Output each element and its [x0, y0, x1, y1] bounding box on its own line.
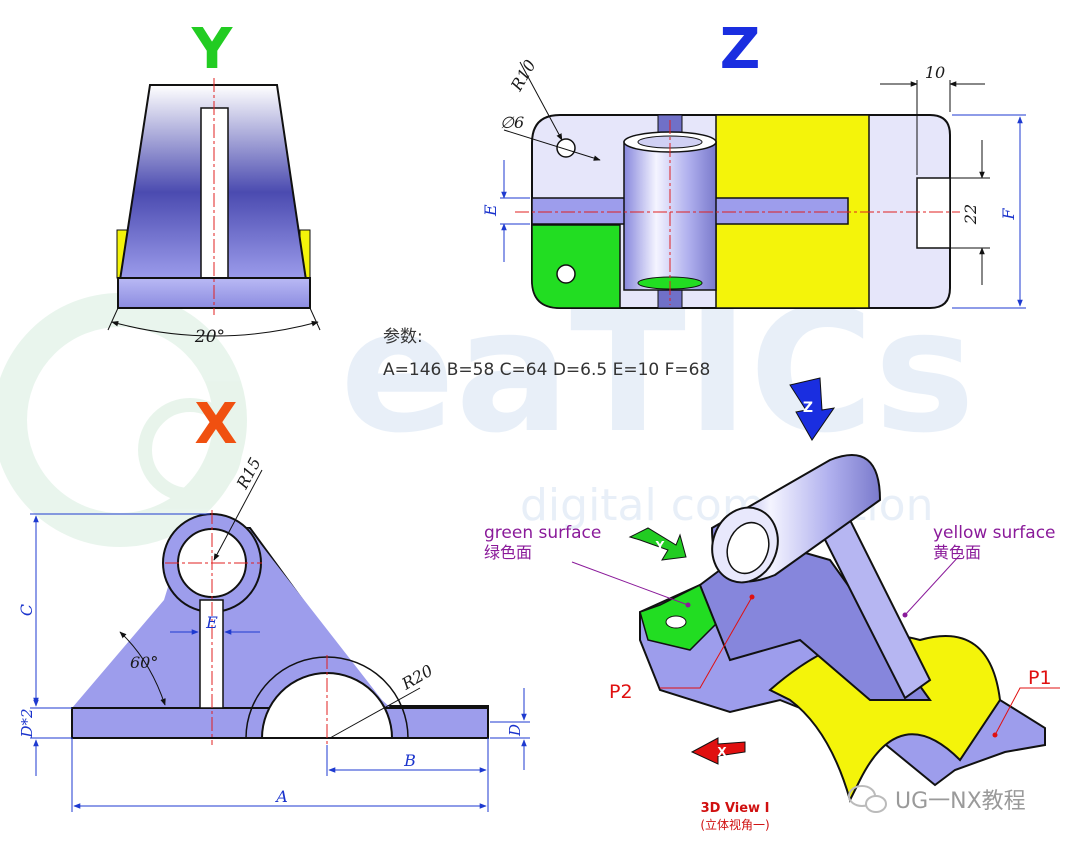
x-d-dim: D [506, 724, 524, 737]
iso-green-label-en: green surface [484, 523, 601, 543]
svg-text:X: X [717, 745, 727, 759]
iso-green-label-cn: 绿色面 [484, 543, 532, 562]
y-view: Y 20° [107, 17, 321, 347]
x-angle-dim: 60° [130, 653, 158, 672]
svg-text:Y: Y [655, 539, 665, 553]
x-view: X R15 R20 E 60° C [17, 392, 530, 812]
x-r20-dim: R20 [398, 661, 436, 694]
iso-view-subtitle: (立体视角一) [700, 817, 769, 832]
brand-watermark: UG一NX教程 [848, 785, 1026, 814]
x-b-dim: B [403, 751, 416, 770]
iso-view-title: 3D View I [701, 801, 770, 816]
z-e-dim: E [481, 204, 500, 217]
params-title: 参数: [383, 327, 423, 347]
z-dia-dim: ∅6 [500, 113, 524, 132]
iso-p2-label: P2 [609, 681, 633, 703]
svg-text:Z: Z [803, 400, 813, 416]
x-letter: X [194, 392, 237, 457]
iso-view: green surface 绿色面 yellow surface 黄色面 P2 … [484, 377, 1060, 832]
z-view: Z R10 ∅6 E [481, 17, 1026, 309]
wechat-icon [848, 785, 887, 813]
y-angle-dim: 20° [194, 327, 225, 347]
x-d2-dim: D*2 [18, 708, 36, 738]
x-e-dim: E [205, 613, 218, 632]
iso-x-arrow: X [690, 737, 746, 765]
z-22-dim: 22 [961, 204, 980, 225]
z-10-dim: 10 [925, 63, 945, 82]
iso-yellow-label-en: yellow surface [933, 523, 1056, 543]
iso-y-arrow: Y [628, 527, 687, 561]
iso-yellow-label-cn: 黄色面 [933, 543, 981, 562]
z-f-dim: F [999, 208, 1018, 221]
z-letter: Z [720, 17, 761, 82]
brand-text: UG一NX教程 [895, 789, 1026, 814]
params-values: A=146 B=58 C=64 D=6.5 E=10 F=68 [383, 360, 711, 380]
x-a-dim: A [274, 787, 288, 806]
y-letter: Y [191, 17, 234, 82]
iso-p1-label: P1 [1028, 667, 1052, 689]
iso-z-arrow: Z [789, 377, 836, 441]
x-c-dim: C [17, 604, 36, 616]
